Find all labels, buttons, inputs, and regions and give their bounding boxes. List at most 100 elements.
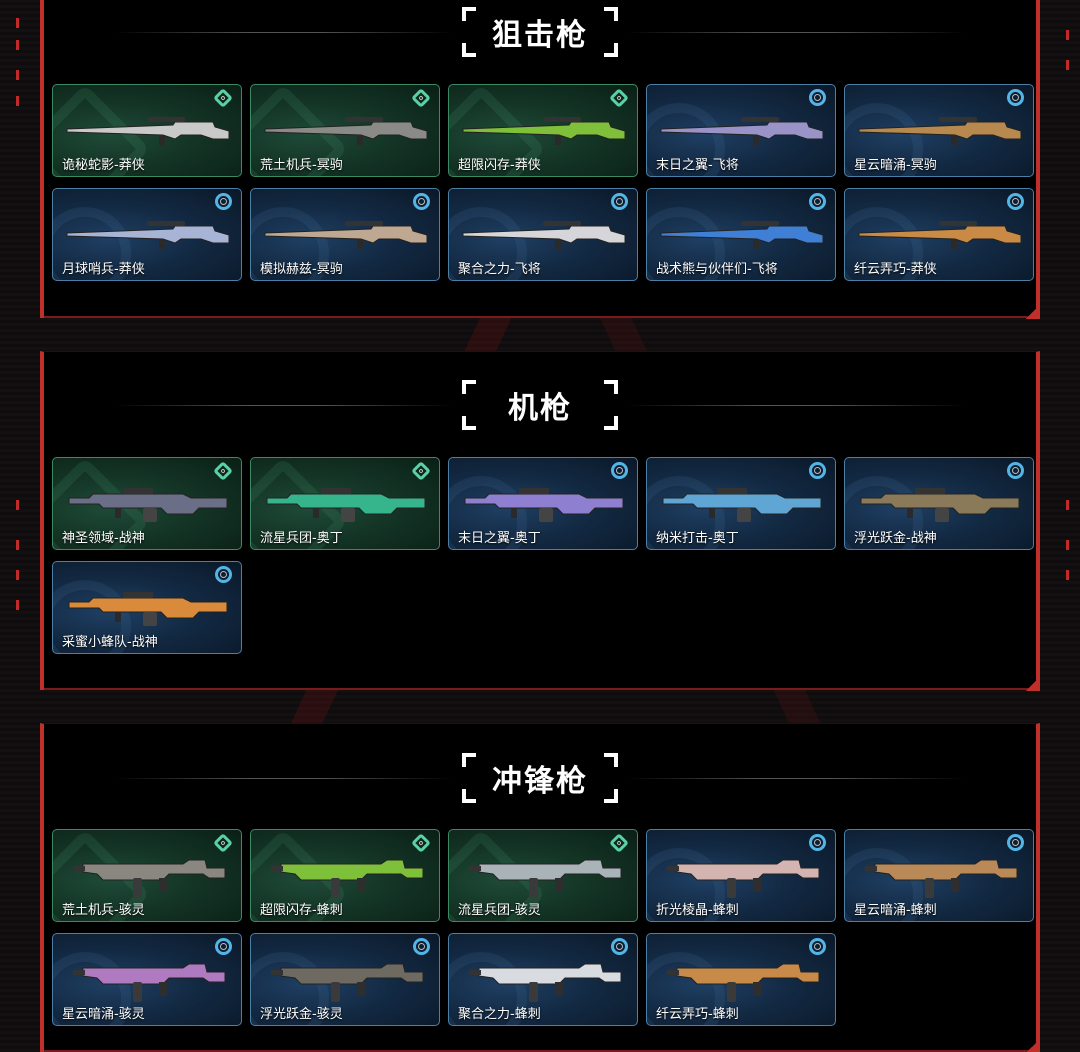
weapon-card[interactable]: 神圣领域-战神	[52, 457, 242, 550]
weapon-card[interactable]: 荒土机兵-骇灵	[52, 829, 242, 922]
rarity-icon	[1007, 462, 1024, 479]
card-bg-emblem	[251, 952, 329, 1025]
weapon-skin-image	[464, 488, 624, 522]
title-bracket: 机枪	[462, 380, 618, 430]
weapon-name: 超限闪存-蜂刺	[260, 903, 343, 918]
card-bg-emblem	[449, 207, 527, 280]
rarity-icon	[809, 834, 826, 851]
weapon-name: 浮光跃金-骇灵	[260, 1007, 343, 1022]
weapon-name: 流星兵团-奥丁	[260, 531, 343, 546]
card-bg-emblem	[647, 952, 725, 1025]
weapon-card[interactable]: 星云暗涌-冥驹	[844, 84, 1034, 177]
weapon-name: 星云暗涌-冥驹	[854, 158, 937, 173]
weapon-name: 诡秘蛇影-莽侠	[62, 158, 145, 173]
weapon-skin-image	[469, 859, 622, 898]
weapon-card[interactable]: 采蜜小蜂队-战神	[52, 561, 242, 654]
weapon-card[interactable]: 流星兵团-奥丁	[250, 457, 440, 550]
rarity-icon	[809, 193, 826, 210]
card-bg-emblem	[845, 103, 923, 176]
card-bg-emblem	[647, 476, 725, 549]
weapon-card[interactable]: 纤云弄巧-莽侠	[844, 188, 1034, 281]
weapon-name: 战术熊与伙伴们-飞将	[656, 262, 778, 277]
weapon-grid: 神圣领域-战神 流星兵团-奥丁 末日之翼-奥丁 纳米打击-奥丁	[52, 457, 1036, 654]
weapon-card[interactable]: 聚合之力-蜂刺	[448, 933, 638, 1026]
title-bracket: 狙击枪	[462, 7, 618, 57]
weapon-grid: 荒土机兵-骇灵 超限闪存-蜂刺 流星兵团-骇灵 折光棱晶-蜂刺	[52, 829, 1036, 1026]
weapon-name: 超限闪存-莽侠	[458, 158, 541, 173]
weapon-card[interactable]: 星云暗涌-骇灵	[52, 933, 242, 1026]
weapon-skin-image	[264, 221, 428, 249]
weapon-card[interactable]: 浮光跃金-战神	[844, 457, 1034, 550]
card-bg-emblem	[53, 952, 131, 1025]
weapon-card[interactable]: 星云暗涌-蜂刺	[844, 829, 1034, 922]
card-bg-emblem	[845, 207, 923, 280]
section-machine-gun: 机枪 神圣领域-战神 流星兵团-奥丁 末日之翼-奥丁	[40, 351, 1040, 691]
card-bg-emblem	[845, 848, 923, 921]
weapon-card[interactable]: 超限闪存-莽侠	[448, 84, 638, 177]
weapon-card[interactable]: 浮光跃金-骇灵	[250, 933, 440, 1026]
rarity-icon	[1007, 834, 1024, 851]
card-bg-emblem	[449, 952, 527, 1025]
section-sniper: 狙击枪 诡秘蛇影-莽侠 荒土机兵-冥驹 超限闪存-莽侠	[40, 0, 1040, 319]
weapon-card[interactable]: 战术熊与伙伴们-飞将	[646, 188, 836, 281]
weapon-name: 纳米打击-奥丁	[656, 531, 739, 546]
section-title: 冲锋枪	[492, 764, 588, 799]
weapon-skin-image	[266, 488, 426, 522]
weapon-skin-image	[667, 859, 820, 898]
weapon-name: 浮光跃金-战神	[854, 531, 937, 546]
weapon-card[interactable]: 月球哨兵-莽侠	[52, 188, 242, 281]
weapon-name: 聚合之力-蜂刺	[458, 1007, 541, 1022]
section-header: 狙击枪	[44, 2, 1036, 62]
section-title: 狙击枪	[492, 18, 588, 53]
weapon-name: 荒土机兵-骇灵	[62, 903, 145, 918]
weapon-name: 末日之翼-奥丁	[458, 531, 541, 546]
weapon-card[interactable]: 模拟赫兹-冥驹	[250, 188, 440, 281]
weapon-skin-image	[667, 963, 820, 1002]
card-bg-emblem	[647, 103, 725, 176]
weapon-skin-image	[73, 963, 226, 1002]
weapon-name: 末日之翼-飞将	[656, 158, 739, 173]
card-bg-emblem	[449, 476, 527, 549]
weapon-grid: 诡秘蛇影-莽侠 荒土机兵-冥驹 超限闪存-莽侠 末日之翼-飞将	[52, 84, 1036, 281]
weapon-skin-image	[662, 488, 822, 522]
weapon-skin-image	[858, 221, 1022, 249]
weapon-card[interactable]: 末日之翼-奥丁	[448, 457, 638, 550]
weapon-name: 月球哨兵-莽侠	[62, 262, 145, 277]
weapon-card[interactable]: 纤云弄巧-蜂刺	[646, 933, 836, 1026]
rarity-icon	[809, 938, 826, 955]
weapon-card[interactable]: 折光棱晶-蜂刺	[646, 829, 836, 922]
weapon-name: 星云暗涌-蜂刺	[854, 903, 937, 918]
weapon-name: 荒土机兵-冥驹	[260, 158, 343, 173]
weapon-skin-image	[68, 488, 228, 522]
weapon-name: 流星兵团-骇灵	[458, 903, 541, 918]
rarity-icon	[611, 938, 628, 955]
weapon-skin-image	[469, 963, 622, 1002]
weapon-name: 纤云弄巧-莽侠	[854, 262, 937, 277]
rarity-icon	[1007, 89, 1024, 106]
weapon-card[interactable]: 流星兵团-骇灵	[448, 829, 638, 922]
card-bg-emblem	[53, 207, 131, 280]
card-bg-emblem	[647, 848, 725, 921]
rarity-icon	[1007, 193, 1024, 210]
weapon-name: 采蜜小蜂队-战神	[62, 635, 158, 650]
weapon-skin-image	[462, 117, 626, 145]
weapon-skin-image	[264, 117, 428, 145]
weapon-card[interactable]: 荒土机兵-冥驹	[250, 84, 440, 177]
left-edge-marks	[16, 0, 22, 1052]
weapon-skin-image	[660, 117, 824, 145]
weapon-card[interactable]: 末日之翼-飞将	[646, 84, 836, 177]
rarity-icon	[809, 462, 826, 479]
section-header: 机枪	[44, 375, 1036, 435]
weapon-name: 聚合之力-飞将	[458, 262, 541, 277]
rarity-icon	[215, 193, 232, 210]
rarity-icon	[215, 938, 232, 955]
weapon-skin-image	[66, 117, 230, 145]
weapon-card[interactable]: 诡秘蛇影-莽侠	[52, 84, 242, 177]
weapon-card[interactable]: 纳米打击-奥丁	[646, 457, 836, 550]
weapon-card[interactable]: 超限闪存-蜂刺	[250, 829, 440, 922]
weapon-name: 纤云弄巧-蜂刺	[656, 1007, 739, 1022]
weapon-skin-image	[271, 859, 424, 898]
weapon-name: 模拟赫兹-冥驹	[260, 262, 343, 277]
card-bg-emblem	[647, 207, 725, 280]
weapon-card[interactable]: 聚合之力-飞将	[448, 188, 638, 281]
